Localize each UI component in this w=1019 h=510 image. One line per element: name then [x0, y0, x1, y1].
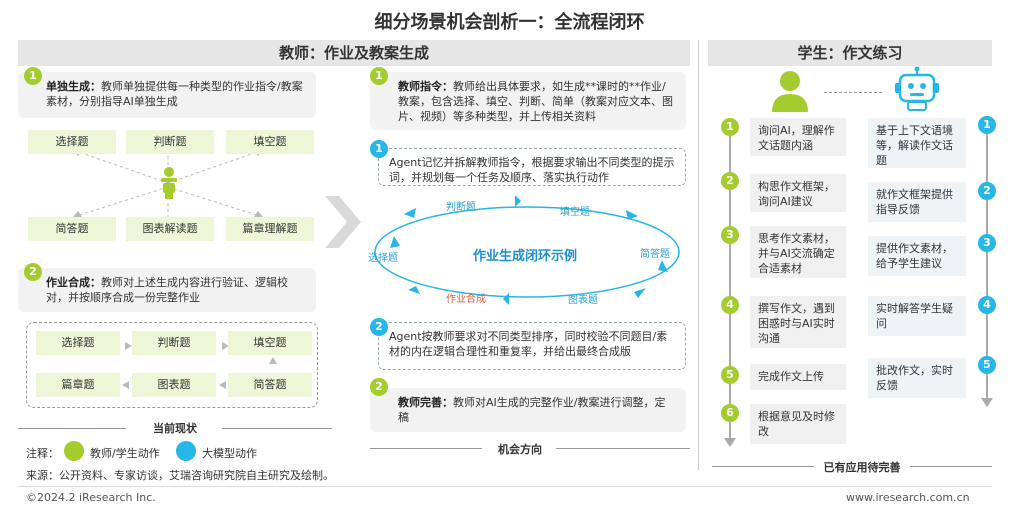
cycle-diagram	[374, 195, 680, 305]
agent-step-2-badge: 2	[370, 318, 388, 336]
cycle-judge: 判断题	[446, 202, 476, 213]
legend-prefix: 注释：	[26, 447, 59, 460]
student-step-1: 询问AI，理解作文话题内涵	[750, 118, 846, 156]
single-generate-text: 教师单独提供每一种类型的作业指令/教案素材，分别指导AI单独生成	[46, 80, 303, 108]
student-label: 已有应用待完善	[823, 461, 901, 474]
cycle-choice: 选择题	[368, 253, 398, 264]
tile-b-fill: 填空题	[228, 331, 312, 355]
tile-short-answer: 简答题	[28, 217, 116, 241]
legend-green-label: 教师/学生动作	[90, 447, 160, 460]
model-timeline-arrow	[981, 398, 993, 407]
compose-arrows	[122, 342, 277, 389]
student-step-6: 根据意见及时修改	[750, 404, 846, 444]
opportunity-label: 机会方向	[498, 443, 542, 456]
cycle-short: 简答题	[640, 249, 670, 260]
compose-box: 作业合成：教师对上述生成内容进行验证、逻辑校对，并按顺序合成一份完整作业	[18, 268, 316, 312]
big-arrow-icon	[325, 196, 361, 248]
tile-fill: 填空题	[226, 130, 314, 154]
opp-step-1-badge: 1	[370, 67, 388, 85]
student-sep-right	[910, 466, 992, 467]
model-step-2: 就作文框架提供指导反馈	[868, 182, 966, 222]
tile-chart-read: 图表解读题	[126, 217, 214, 241]
compose-head: 作业合成：	[46, 276, 101, 289]
agent-sort-box: Agent按教师要求对不同类型排序，同时校验不同题目/素材的内在逻辑合理性和重复…	[378, 322, 686, 370]
tile-judge: 判断题	[126, 130, 214, 154]
teacher-instruction-text: 教师给出具体要求，如生成**课时的**作业/教案，包含选择、填空、判断、简单（教…	[398, 80, 673, 123]
current-label: 当前现状	[153, 422, 197, 435]
legend-blue-label: 大模型动作	[202, 447, 257, 460]
copyright: ©2024.2 iResearch Inc.	[26, 491, 156, 504]
current-sep-left	[18, 428, 126, 429]
teacher-refine-head: 教师完善：	[398, 396, 453, 409]
cycle-compose: 作业合成	[446, 294, 486, 305]
cycle-center: 作业生成闭环示例	[472, 249, 577, 264]
website: www.iresearch.com.cn	[846, 491, 970, 504]
tile-choice: 选择题	[28, 130, 116, 154]
cycle-fill: 填空题	[560, 207, 590, 218]
student-icon	[772, 71, 808, 112]
model-step-1-badge: 1	[978, 116, 996, 134]
model-step-3-badge: 3	[978, 234, 996, 252]
model-timeline	[986, 125, 988, 400]
compose-dash-box	[26, 322, 318, 408]
tile-b-passage: 篇章题	[36, 373, 120, 397]
single-generate-box: 单独生成：教师单独提供每一种类型的作业指令/教案素材，分别指导AI单独生成	[18, 72, 316, 118]
model-step-5-badge: 5	[978, 356, 996, 374]
student-step-1-badge: 1	[721, 118, 739, 136]
opp-sep-left	[370, 448, 482, 449]
footer-rule	[18, 486, 992, 487]
step-2-badge: 2	[24, 263, 42, 281]
student-step-3-badge: 3	[721, 226, 739, 244]
tile-b-choice: 选择题	[36, 331, 120, 355]
icon-connector	[824, 92, 882, 93]
teacher-refine-text: 教师对AI生成的完整作业/教案进行调整，定稿	[398, 396, 666, 424]
model-step-2-badge: 2	[978, 182, 996, 200]
student-sep-left	[712, 466, 814, 467]
tile-b-chart: 图表题	[132, 373, 216, 397]
teacher-instruction-head: 教师指令：	[398, 80, 453, 93]
cycle-chart: 图表题	[568, 295, 598, 306]
student-step-4: 撰写作文，遇到困惑时与AI实时沟通	[750, 296, 846, 348]
opp-step-2-badge: 2	[370, 378, 388, 396]
robot-icon	[895, 66, 939, 111]
teacher-banner: 教师：作业及教案生成	[18, 40, 690, 66]
agent-decompose-box: Agent记忆并拆解教师指令，根据要求输出不同类型的提示词，并规划每一个任务及顺…	[378, 148, 686, 186]
step-1-badge: 1	[24, 67, 42, 85]
student-step-6-badge: 6	[721, 404, 739, 422]
section-divider	[698, 40, 699, 470]
source-note: 来源：公开资料、专家访谈，艾瑞咨询研究院自主研究及绘制。	[26, 469, 334, 482]
model-step-5: 批改作文，实时反馈	[868, 358, 966, 398]
student-step-5: 完成作文上传	[750, 364, 846, 390]
agent-step-1-badge: 1	[370, 140, 388, 158]
current-sep-right	[222, 428, 332, 429]
tile-b-short: 简答题	[228, 373, 312, 397]
teacher-instruction-box: 教师指令：教师给出具体要求，如生成**课时的**作业/教案，包含选择、填空、判断…	[370, 72, 686, 130]
student-banner: 学生：作文练习	[708, 40, 992, 66]
student-step-2: 构思作文框架，询问AI建议	[750, 174, 846, 212]
student-step-3: 思考作文素材，并与AI交流确定合适素材	[750, 226, 846, 278]
page-title: 细分场景机会剖析一：全流程闭环	[374, 12, 645, 33]
model-step-3: 提供作文素材，给予学生建议	[868, 236, 966, 276]
compose-text: 教师对上述生成内容进行验证、逻辑校对，并按顺序合成一份完整作业	[46, 276, 288, 304]
teacher-refine-box: 教师完善：教师对AI生成的完整作业/教案进行调整，定稿	[370, 388, 686, 432]
teacher-icon	[161, 167, 177, 199]
model-step-1: 基于上下文语境等，解读作文话题	[868, 118, 966, 168]
model-step-4-badge: 4	[978, 296, 996, 314]
opp-sep-right	[556, 448, 690, 449]
student-step-4-badge: 4	[721, 296, 739, 314]
legend-green-dot	[64, 441, 84, 461]
student-step-5-badge: 5	[721, 366, 739, 384]
student-timeline	[729, 125, 731, 443]
legend-blue-dot	[176, 441, 196, 461]
tile-b-judge: 判断题	[132, 331, 216, 355]
student-timeline-arrow	[724, 438, 736, 447]
model-step-4: 实时解答学生疑问	[868, 296, 966, 336]
student-step-2-badge: 2	[721, 172, 739, 190]
single-generate-head: 单独生成：	[46, 80, 101, 93]
tile-passage: 篇章理解题	[226, 217, 314, 241]
